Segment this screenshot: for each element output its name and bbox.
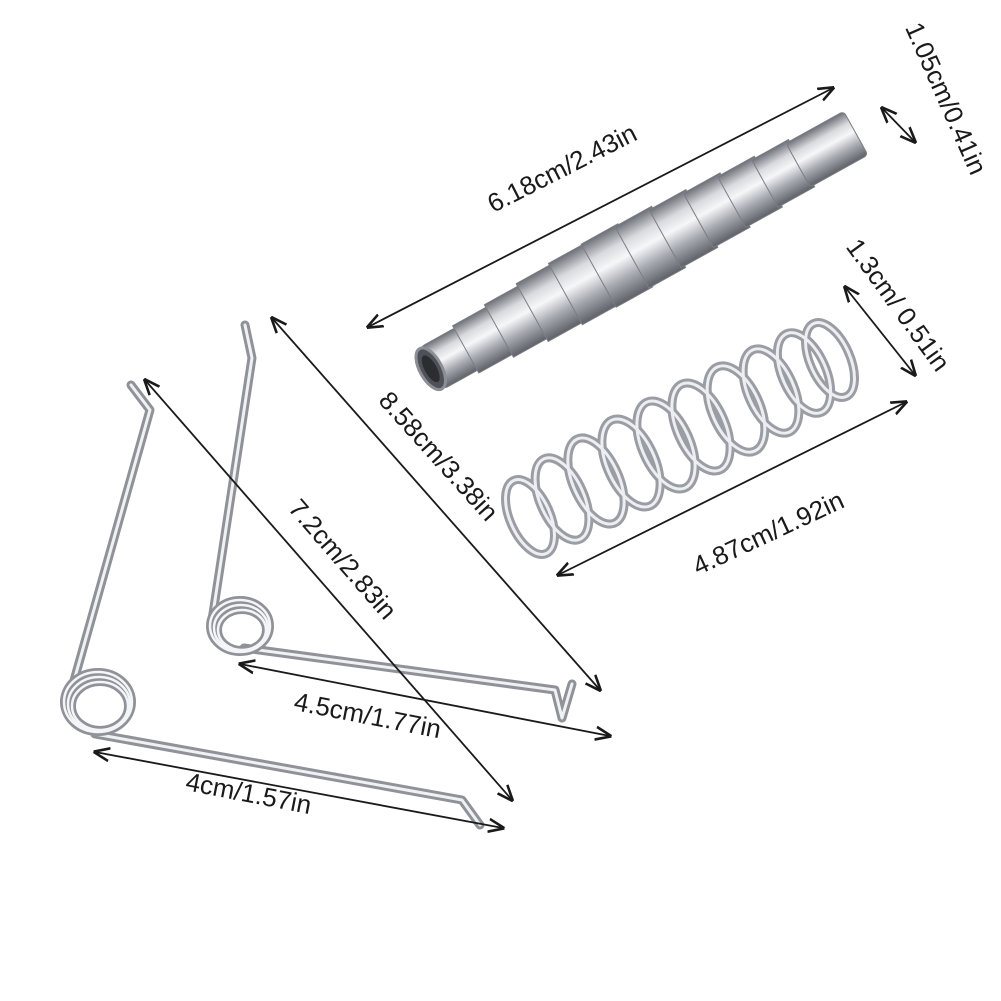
dimension-arrows [95, 88, 915, 828]
torsion-spring-large [206, 320, 577, 723]
small-torsion-arm-arrow [145, 380, 512, 800]
sleeve-diameter-label: 1.05cm/0.41in [899, 18, 993, 179]
spring-length-arrow [558, 402, 906, 575]
sleeve-length-label: 6.18cm/2.43in [482, 118, 641, 219]
small-torsion-leg-arrow [95, 752, 503, 828]
sleeve-length-arrow [368, 88, 833, 327]
spring-diameter-arrow [845, 287, 915, 375]
tapered-sleeve [414, 112, 867, 392]
sleeve-diameter-arrow [882, 108, 915, 142]
